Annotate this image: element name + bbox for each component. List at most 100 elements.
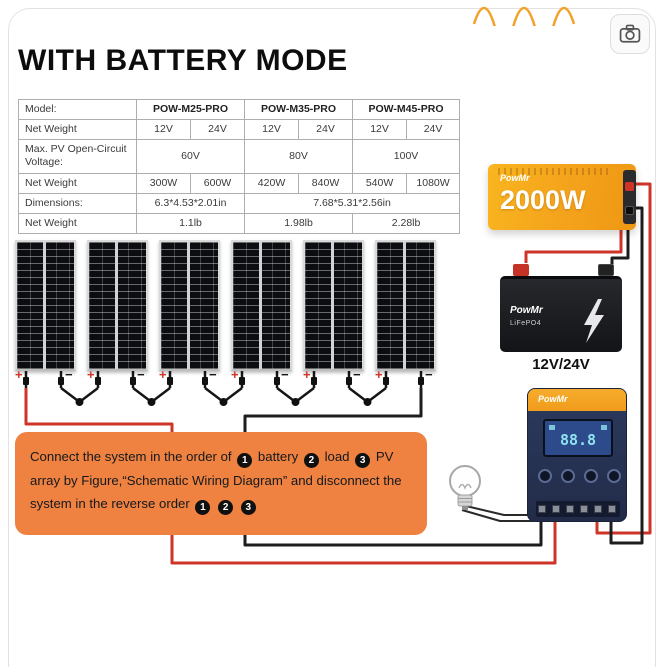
sine-wave-graphic [472,6,576,26]
panel-negative-label: − [65,367,73,382]
spec-value: 12V [136,119,191,141]
inverter-brand: PowMr [500,173,530,183]
battery-negative-terminal [598,264,614,276]
panel-positive-label: + [375,367,383,382]
spec-row-label: Model: [18,98,137,121]
battery-brand: PowMr [510,305,543,316]
camera-icon [619,24,641,43]
inverter-vents [498,168,612,175]
lcd-reading: 88.8 [559,431,597,449]
spec-model-name: POW-M35-PRO [244,98,354,121]
controller-button-3[interactable] [584,469,598,483]
battery: PowMr LiFePO4 12V/24V [500,262,622,374]
terminal-screw [580,505,588,513]
page-title: WITH BATTERY MODE [18,44,348,77]
spec-row-label: Net Weight [18,119,137,141]
spec-value: 540W [352,172,408,194]
spec-value: 100V [352,139,461,174]
panel-negative-label: − [281,367,289,382]
step-number-badge: 1 [237,453,253,468]
lcd-sun-icon [549,425,555,430]
step-number-badge: 3 [355,453,371,468]
spec-value: 300W [136,172,191,194]
terminal-screw [552,505,560,513]
inverter-power-rating: 2000W [500,185,586,215]
spec-value: 12V [352,119,408,141]
charge-controller: PowMr 88.8 [527,388,627,522]
spec-value: 1.1lb [135,212,246,234]
battery-chemistry-label: LiFePO4 [510,320,542,327]
panel-positive-label: + [303,367,311,382]
inverter-terminal-block [623,170,636,224]
image-frame [8,8,656,667]
spec-row-label: Net Weight [18,172,137,194]
lightning-bolt-icon [584,299,604,343]
controller-top-band: PowMr [528,389,626,411]
spec-row-label: Max. PV Open-Circuit Voltage: [18,139,137,174]
spec-value: 80V [244,139,354,174]
solar-panel [159,240,220,371]
panel-positive-label: + [15,367,23,382]
panel-negative-label: − [353,367,361,382]
spec-value: 24V [406,119,461,141]
solar-panel [15,240,76,371]
spec-value: 1080W [406,172,461,194]
battery-voltage-label: 12V/24V [532,356,590,373]
spec-value: 24V [189,119,246,141]
terminal-screw [608,505,616,513]
controller-button-1[interactable] [538,469,552,483]
controller-terminal-strip [536,501,620,517]
terminal-screw [566,505,574,513]
panel-negative-label: − [425,367,433,382]
panel-positive-label: + [231,367,239,382]
spec-value: 60V [135,139,246,174]
camera-button[interactable] [610,14,650,54]
battery-body: PowMr LiFePO4 [500,276,622,352]
note-text: Connect the system in the order of 1 bat… [30,449,402,515]
terminal-screw [538,505,546,513]
lcd-battery-icon [601,425,607,430]
spec-value: 1.98lb [244,212,354,234]
inverter: PowMr 2000W [488,164,636,230]
light-bulb-icon [449,465,481,510]
solar-panel [375,240,436,371]
step-number-badge: 2 [303,453,319,468]
solar-panel [231,240,292,371]
spec-value: 420W [244,172,300,194]
panel-negative-label: − [209,367,217,382]
spec-model-name: POW-M45-PRO [352,98,461,121]
spec-row-label: Dimensions: [18,192,137,214]
controller-button-4[interactable] [607,469,621,483]
controller-lcd: 88.8 [543,419,613,457]
controller-brand: PowMr [538,394,568,404]
battery-positive-terminal [513,264,529,276]
controller-button-2[interactable] [561,469,575,483]
panel-negative-label: − [137,367,145,382]
spec-value: 12V [244,119,300,141]
spec-model-name: POW-M25-PRO [135,98,246,121]
solar-panel-array: +−+−+−+−+−+− [15,240,465,395]
terminal-screw [594,505,602,513]
spec-value: 24V [298,119,354,141]
solar-panel [303,240,364,371]
step-number-badge: 2 [218,500,234,515]
step-number-badge: 1 [195,500,211,515]
spec-row-label: Net Weight [18,212,137,234]
step-number-badge: 3 [240,500,256,515]
spec-value: 7.68*5.31*2.56in [244,192,461,214]
note-box: Connect the system in the order of 1 bat… [15,432,427,535]
spec-value: 840W [298,172,354,194]
panel-positive-label: + [159,367,167,382]
solar-panel [87,240,148,371]
inverter-negative-terminal [625,206,634,215]
spec-value: 600W [189,172,246,194]
